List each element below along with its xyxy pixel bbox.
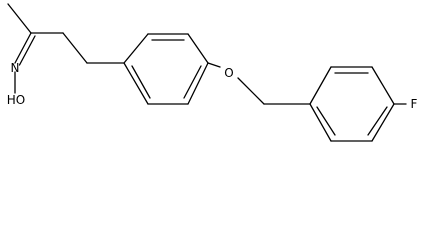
bond-o-ch2 xyxy=(237,77,265,105)
bond-ring-o xyxy=(207,62,221,68)
bond-c-n-double xyxy=(14,32,32,64)
benzene-ring-2 xyxy=(309,66,395,142)
benzene-ring-1 xyxy=(123,33,209,105)
chemical-structure: N HO O F xyxy=(7,3,418,142)
nitrogen-label: N xyxy=(11,61,20,75)
bond-c-n-double-inner xyxy=(18,35,36,66)
ether-oxygen-label: O xyxy=(224,66,233,80)
hydroxyl-label: HO xyxy=(7,93,25,107)
bond-chain-2 xyxy=(62,32,88,64)
fluorine-label: F xyxy=(411,97,418,111)
bond-methyl xyxy=(7,3,32,34)
